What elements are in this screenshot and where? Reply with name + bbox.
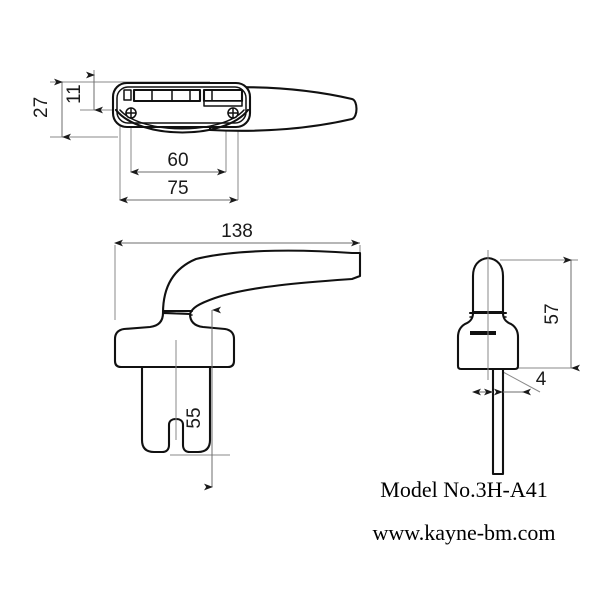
dimension-27-label: 27 <box>31 97 52 118</box>
side-view-base-plate <box>113 311 236 369</box>
top-view-screw-left <box>125 107 137 119</box>
dimension-27: 27 <box>31 78 71 141</box>
top-view-screw-right <box>227 107 239 119</box>
side-view-lever-arm <box>161 249 362 316</box>
dimension-11-label: 11 <box>64 84 85 104</box>
top-view-rose-plate-inner <box>116 86 247 124</box>
dimension-4-label: 4 <box>536 369 547 390</box>
dimension-75: 75 <box>119 178 238 204</box>
dimension-55: 55 <box>184 306 221 491</box>
top-view-slot-tab <box>123 89 132 101</box>
top-view-slot-right-lower <box>203 100 243 107</box>
dimension-57-label: 57 <box>542 303 563 324</box>
dimension-138: 138 <box>114 221 360 247</box>
front-view-spindle <box>491 367 505 476</box>
dimension-60-label: 60 <box>167 150 188 171</box>
dimension-138-label: 138 <box>221 221 253 242</box>
side-view-group: 138 55 <box>113 221 362 491</box>
model-number-caption: Model No.3H-A41 <box>380 477 547 502</box>
top-view-handle-body <box>111 81 358 134</box>
dimension-4: 4 <box>472 369 547 396</box>
front-view-slot-mark <box>470 331 496 335</box>
top-view-slot-left <box>132 88 202 103</box>
website-caption: www.kayne-bm.com <box>372 520 555 545</box>
dimension-75-label: 75 <box>167 178 188 199</box>
front-view-group: 57 4 <box>456 250 580 476</box>
dimension-55-label: 55 <box>184 407 205 428</box>
top-view-slot-right <box>202 88 244 103</box>
dimension-57: 57 <box>542 256 580 372</box>
top-view-skirt-arc <box>114 108 250 134</box>
dimension-11: 11 <box>64 71 103 114</box>
top-view-slot-detail <box>123 88 244 107</box>
top-view-group: 27 11 <box>31 70 358 204</box>
dimension-60: 60 <box>130 150 226 176</box>
